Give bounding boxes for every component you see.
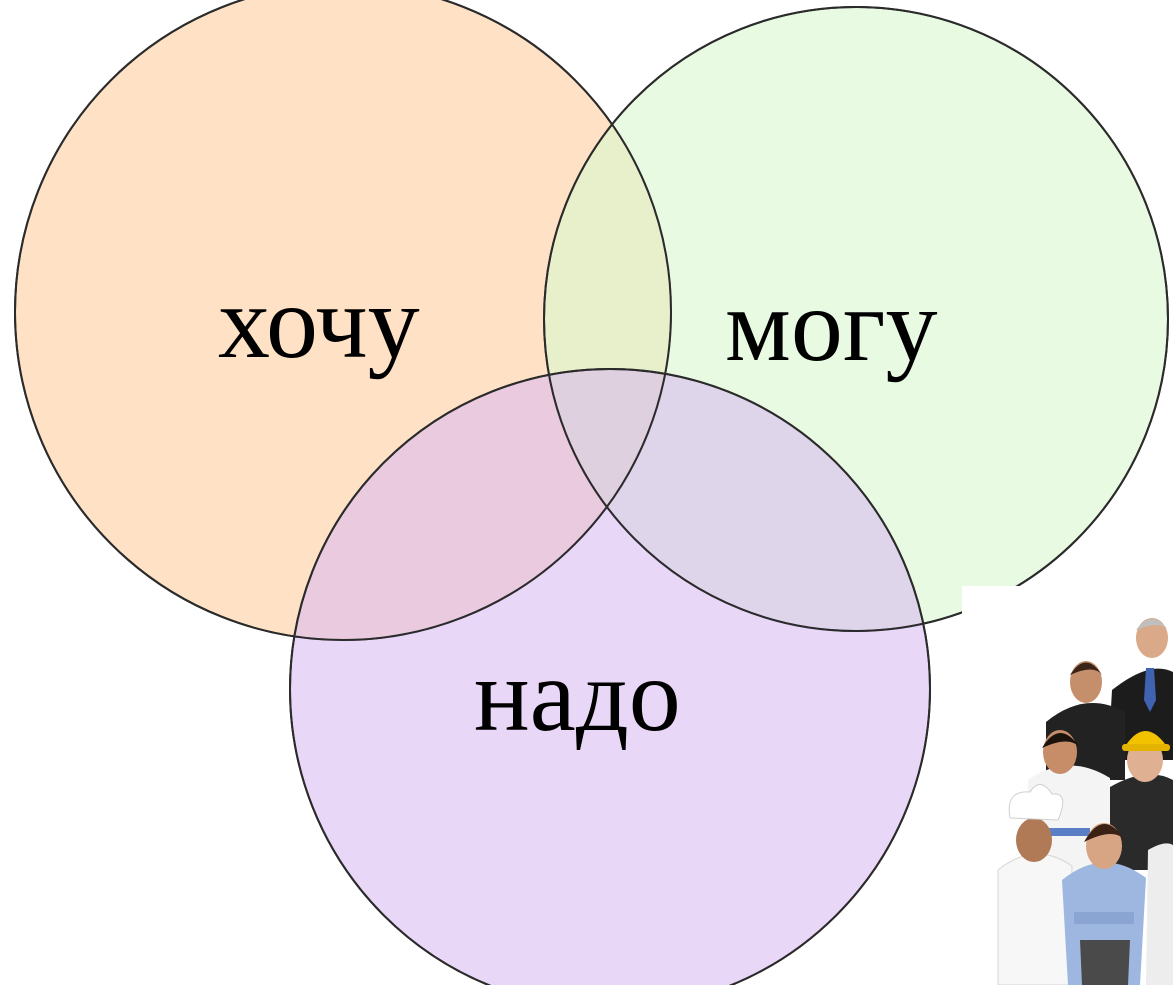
label-can: могу	[725, 268, 937, 383]
label-must: надо	[474, 638, 681, 753]
label-want: хочу	[218, 265, 420, 380]
people-photo	[962, 586, 1173, 985]
chef-figure	[997, 784, 1073, 985]
woman-blue-shirt-figure	[1062, 823, 1146, 985]
edge-figure	[1146, 843, 1173, 985]
